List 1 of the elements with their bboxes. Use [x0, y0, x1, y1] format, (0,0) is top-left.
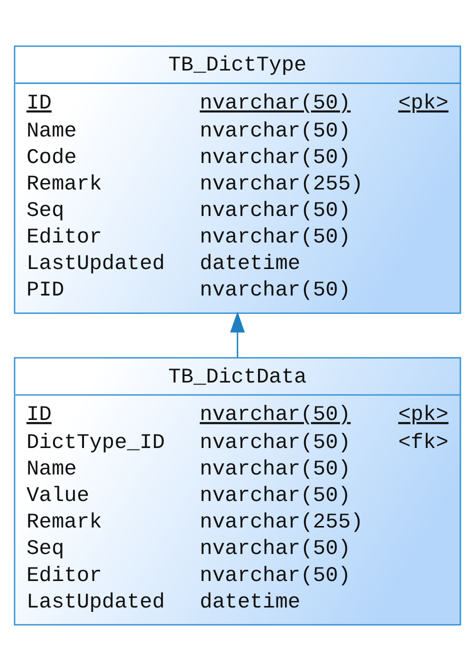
arrow: [230, 311, 244, 358]
